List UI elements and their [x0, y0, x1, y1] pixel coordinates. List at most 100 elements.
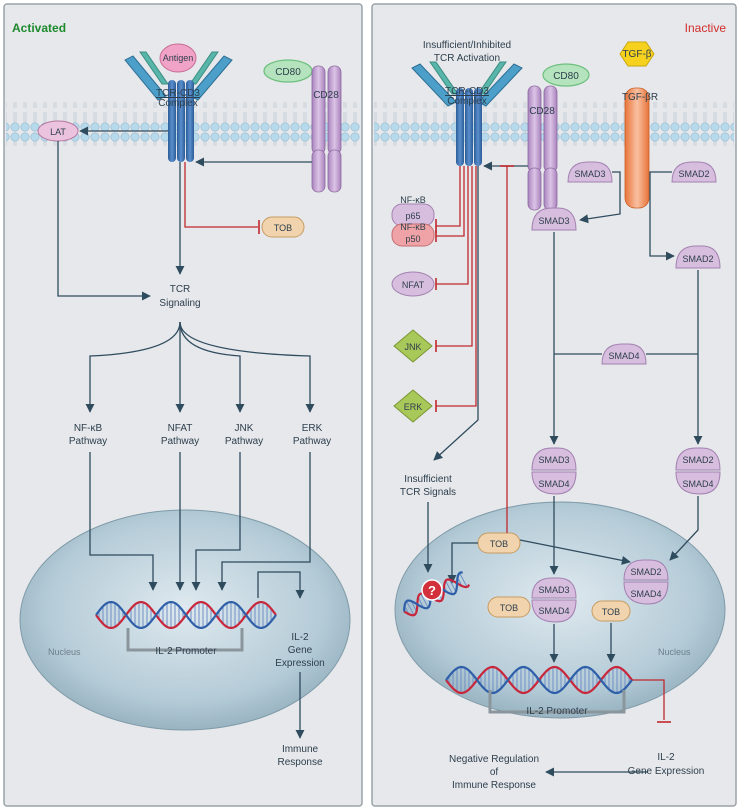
svg-text:SMAD2: SMAD2 [682, 455, 713, 465]
insufficient-signals-2: TCR Signals [400, 487, 456, 498]
erk [393, 389, 433, 423]
dna-strand [95, 601, 277, 629]
dna-strand [403, 578, 471, 617]
dna-base-pair [406, 600, 415, 616]
dna-helix-left [95, 601, 277, 629]
insufficient-activation-1: Insufficient/Inhibited [423, 40, 511, 51]
svg-text:SMAD4: SMAD4 [630, 589, 661, 599]
il2-gene-expression-2: Gene Expression [628, 766, 705, 777]
svg-text:p50: p50 [405, 234, 420, 244]
smad2-cyto: SMAD2 [671, 161, 717, 183]
activated-label: Activated [12, 21, 66, 35]
smad3-cyto: SMAD3 [567, 161, 613, 183]
cd28-receptor-right [527, 85, 558, 211]
erk-label: ERK [404, 402, 423, 412]
cd28-right-label: CD28 [529, 106, 555, 117]
nfat [391, 271, 435, 297]
tgfbr-receptor [624, 87, 650, 209]
pathway-nfkb-2: Pathway [69, 436, 107, 447]
tcr-cd3-complex-right [411, 61, 523, 166]
tob-right-smad2-label: TOB [602, 607, 620, 617]
tcr-right-label-1: TCR-CD3 [445, 86, 489, 97]
cd80-right [542, 63, 590, 87]
pathway-jnk-1: JNK [235, 423, 254, 434]
svg-text:SMAD4: SMAD4 [538, 606, 569, 616]
svg-text:SMAD3: SMAD3 [538, 585, 569, 595]
il2-expression-3: Expression [275, 658, 324, 669]
pathway-jnk-2: Pathway [225, 436, 263, 447]
antigen [159, 43, 197, 73]
pathway-erk-2: Pathway [293, 436, 331, 447]
nucleus-label-right: Nucleus [658, 647, 691, 657]
dna-base-pair [459, 572, 468, 588]
smad4-cyto: SMAD4 [601, 343, 647, 365]
svg-text:SMAD4: SMAD4 [682, 479, 713, 489]
right-pathway-arrows [423, 161, 703, 777]
smad3-smad4-complex: SMAD3 SMAD4 [531, 447, 577, 495]
tgfb-label: TGF-β [622, 49, 651, 60]
dna-base-pair [448, 579, 457, 592]
lat-label: LAT [50, 127, 66, 137]
svg-text:SMAD2: SMAD2 [682, 254, 713, 264]
inactive-label: Inactive [685, 21, 727, 35]
tob-left [261, 216, 305, 238]
il2-promoter-right: IL-2 Promoter [526, 706, 588, 717]
smad2-smad4-nuclear: SMAD2 SMAD4 [623, 559, 669, 605]
dna-helix-right [445, 665, 633, 695]
immune-response-2: Response [277, 757, 322, 768]
svg-text:p65: p65 [405, 211, 420, 221]
immune-response-1: Immune [282, 744, 319, 755]
pathway-nfkb-1: NF-κB [74, 423, 103, 434]
antigen-label: Antigen [163, 53, 194, 63]
nfat-label: NFAT [402, 280, 425, 290]
dna-base-pair [410, 600, 418, 612]
negative-regulation-2: of [490, 767, 499, 778]
svg-text:SMAD2: SMAD2 [630, 567, 661, 577]
tob-right-main-label: TOB [490, 539, 508, 549]
nucleus-left [19, 509, 351, 731]
pathway-erk-1: ERK [302, 423, 323, 434]
smad3-smad4-nuclear: SMAD3 SMAD4 [531, 577, 577, 623]
dna-base-pair [420, 593, 429, 608]
il2-expression-inhibition [632, 679, 665, 720]
pathway-nfat-1: NFAT [168, 423, 193, 434]
tob-right-smad3-label: TOB [500, 603, 518, 613]
svg-text:SMAD3: SMAD3 [574, 169, 605, 179]
nucleus-label: Nucleus [48, 647, 81, 657]
jnk-label: JNK [404, 342, 421, 352]
nfkb-complex: NF-κB p65 NF-κB p50 [391, 195, 435, 247]
il2-expression-1: IL-2 [291, 632, 309, 643]
dna-strand [445, 665, 633, 695]
svg-text:NF-κB: NF-κB [400, 222, 426, 232]
jnk [393, 329, 433, 363]
tob-right-smad3 [487, 596, 531, 618]
tcr-signaling-2: Signaling [159, 298, 200, 309]
tcr-cd3-complex [124, 51, 233, 162]
svg-text:SMAD2: SMAD2 [678, 169, 709, 179]
cd80-label: CD80 [275, 67, 301, 78]
question-mark: ? [428, 583, 436, 598]
tcr-label-1: TCR-CD3 [156, 88, 200, 99]
tob-right-smad2 [591, 600, 631, 622]
smad2-phospho: SMAD2 [675, 245, 721, 269]
tcr-signaling-1: TCR [170, 284, 191, 295]
tcr-label-2: Complex [158, 98, 197, 109]
smad2-smad4-complex: SMAD2 SMAD4 [675, 447, 721, 495]
tob-inhibition-left [184, 162, 258, 228]
insufficient-activation-2: TCR Activation [434, 53, 500, 64]
tcr-right-label-2: Complex [447, 96, 486, 107]
tcr-inhibition-lines [436, 166, 477, 407]
question-mark-badge [421, 579, 443, 601]
tob-left-label: TOB [274, 223, 292, 233]
svg-text:SMAD4: SMAD4 [538, 479, 569, 489]
dna-base-pair [445, 580, 454, 595]
il2-promoter-bracket-left [126, 628, 244, 652]
insufficient-signals-1: Insufficient [404, 474, 452, 485]
negative-regulation-3: Immune Response [452, 780, 536, 791]
svg-text:SMAD3: SMAD3 [538, 455, 569, 465]
il2-expression-2: Gene [288, 645, 313, 656]
il2-gene-expression-1: IL-2 [657, 752, 675, 763]
tgfb-ligand [619, 41, 655, 67]
svg-text:SMAD4: SMAD4 [608, 351, 639, 361]
